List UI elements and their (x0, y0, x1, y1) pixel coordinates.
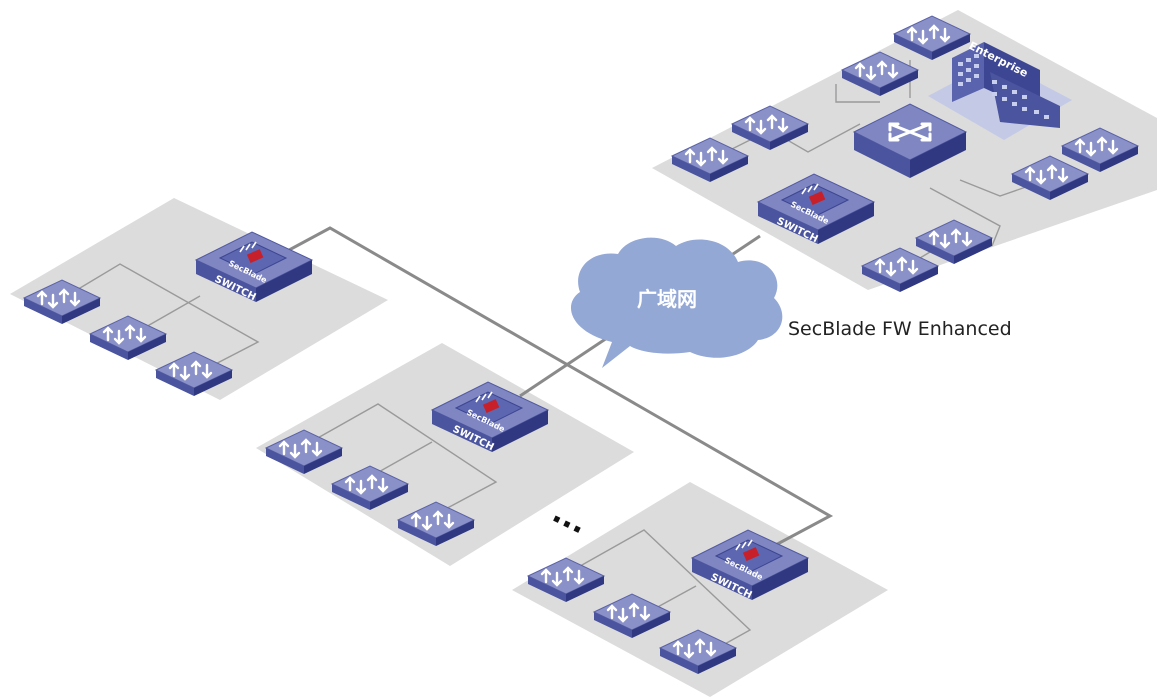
ellipsis: ... (547, 495, 593, 541)
site-platform-2 (256, 343, 634, 566)
site-platform-3 (512, 482, 888, 697)
diagram-caption: SecBlade FW Enhanced (788, 318, 1012, 340)
cloud-icon: 广域网 (570, 237, 783, 368)
secblade-switch-icon: SecBlade SWITCH (691, 529, 809, 601)
site-platform-1 (10, 198, 388, 400)
cloud-label: 广域网 (637, 287, 697, 311)
